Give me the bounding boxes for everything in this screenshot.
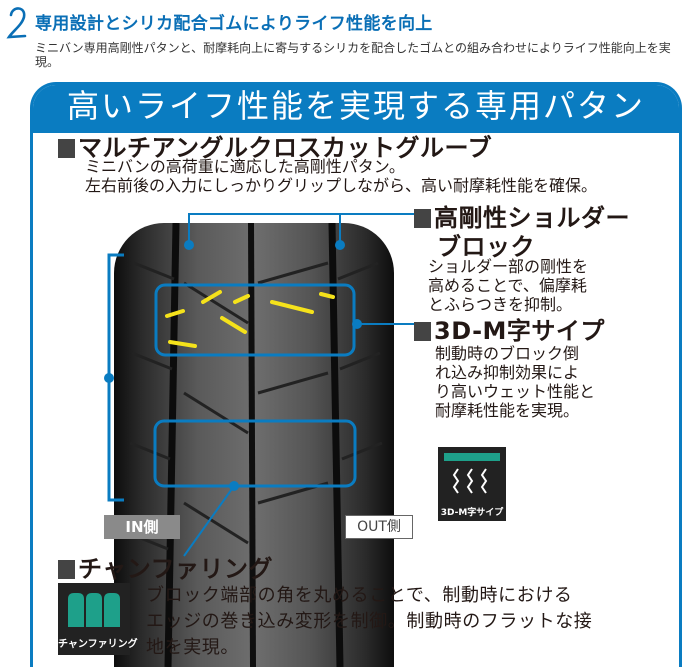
chamfer-desc-3: 地を実現。 — [146, 637, 239, 658]
zigzag-sipe-icon — [452, 468, 488, 494]
feature-panel — [30, 82, 682, 667]
chamfering-icon: チャンファリング — [58, 583, 138, 655]
multi-angle-line2: 左右前後の入力にしっかりグリップしながら、高い耐摩耗性能を確保。 — [85, 176, 598, 195]
3d-m-icon-label: 3D-M字サイプ — [440, 508, 504, 518]
shoulder-leader-line — [188, 213, 341, 245]
square-bullet-icon — [414, 322, 431, 341]
3d-m-sipe-icon: 3D-M字サイプ — [438, 447, 506, 521]
chamfer-title: チャンファリング — [78, 555, 274, 583]
tire-tread-image — [114, 222, 394, 668]
shoulder-desc-2: 高めることで、偏摩耗 — [428, 276, 587, 295]
panel-title: 高いライフ性能を実現する専用パタン — [66, 87, 645, 125]
sipe-markers — [165, 290, 335, 348]
chamfer-heading: チャンファリング — [58, 549, 273, 584]
chamfering-icon-label: チャンファリング — [58, 639, 138, 650]
multi-angle-title: マルチアングルクロスカットグルーブ — [78, 134, 493, 162]
sipe-title: 3D-M字サイプ — [434, 317, 605, 345]
sipe-desc-3: り高いウェット性能と — [435, 382, 596, 401]
panel-header-band — [33, 85, 679, 133]
square-bullet-icon — [58, 560, 75, 579]
shoulder-title-2: ブロック — [437, 233, 535, 261]
section-number-graphic — [6, 7, 27, 39]
chamfered-blocks-icon — [68, 593, 120, 627]
icon-green-bar — [444, 453, 500, 461]
section-intro: ミニバン専用高剛性パタンと、耐摩耗向上に寄与するシリカを配合したゴムとの組み合わ… — [35, 41, 671, 69]
shoulder-desc-1: ショルダー部の剛性を — [428, 257, 589, 276]
section-title: 専用設計とシリカ配合ゴムによりライフ性能を向上 — [35, 14, 433, 34]
in-side-tag: IN側 — [104, 515, 180, 539]
sipe-dot — [352, 319, 362, 329]
shoulder-heading: 高剛性ショルダー — [414, 198, 630, 233]
bracket-dot — [104, 373, 114, 383]
square-bullet-icon — [414, 209, 431, 228]
sipe-heading: 3D-M字サイプ — [414, 311, 605, 346]
out-side-tag: OUT側 — [345, 515, 413, 539]
sipe-desc-1: 制動時のブロック倒 — [435, 344, 580, 363]
shoulder-title-1: 高剛性ショルダー — [434, 204, 630, 232]
shoulder-dot-left — [184, 240, 194, 250]
sipe-desc-2: れ込み抑制効果によ — [435, 363, 580, 382]
multi-angle-heading: マルチアングルクロスカットグルーブ — [58, 128, 492, 163]
chamfer-leader-line — [183, 485, 235, 557]
chamfer-desc: ブロック端部の角を丸めることで、制動時における エッジの巻き込み変形を制御。制動… — [146, 583, 592, 661]
sipe-desc-4: 耐摩耗性能を実現。 — [435, 401, 580, 420]
chamfer-desc-1: ブロック端部の角を丸めることで、制動時における — [146, 585, 573, 606]
shoulder-dot-right — [335, 240, 345, 250]
shoulder-desc-3: とふらつきを抑制。 — [428, 295, 573, 314]
chamfer-desc-2: エッジの巻き込み変形を制御。制動時のフラットな接 — [146, 611, 593, 632]
square-bullet-icon — [58, 139, 75, 158]
chamfer-highlight-box — [153, 419, 357, 488]
multi-angle-line1: ミニバンの高荷重に適応した高剛性パタン。 — [85, 157, 405, 176]
chamfer-dot — [229, 481, 239, 491]
